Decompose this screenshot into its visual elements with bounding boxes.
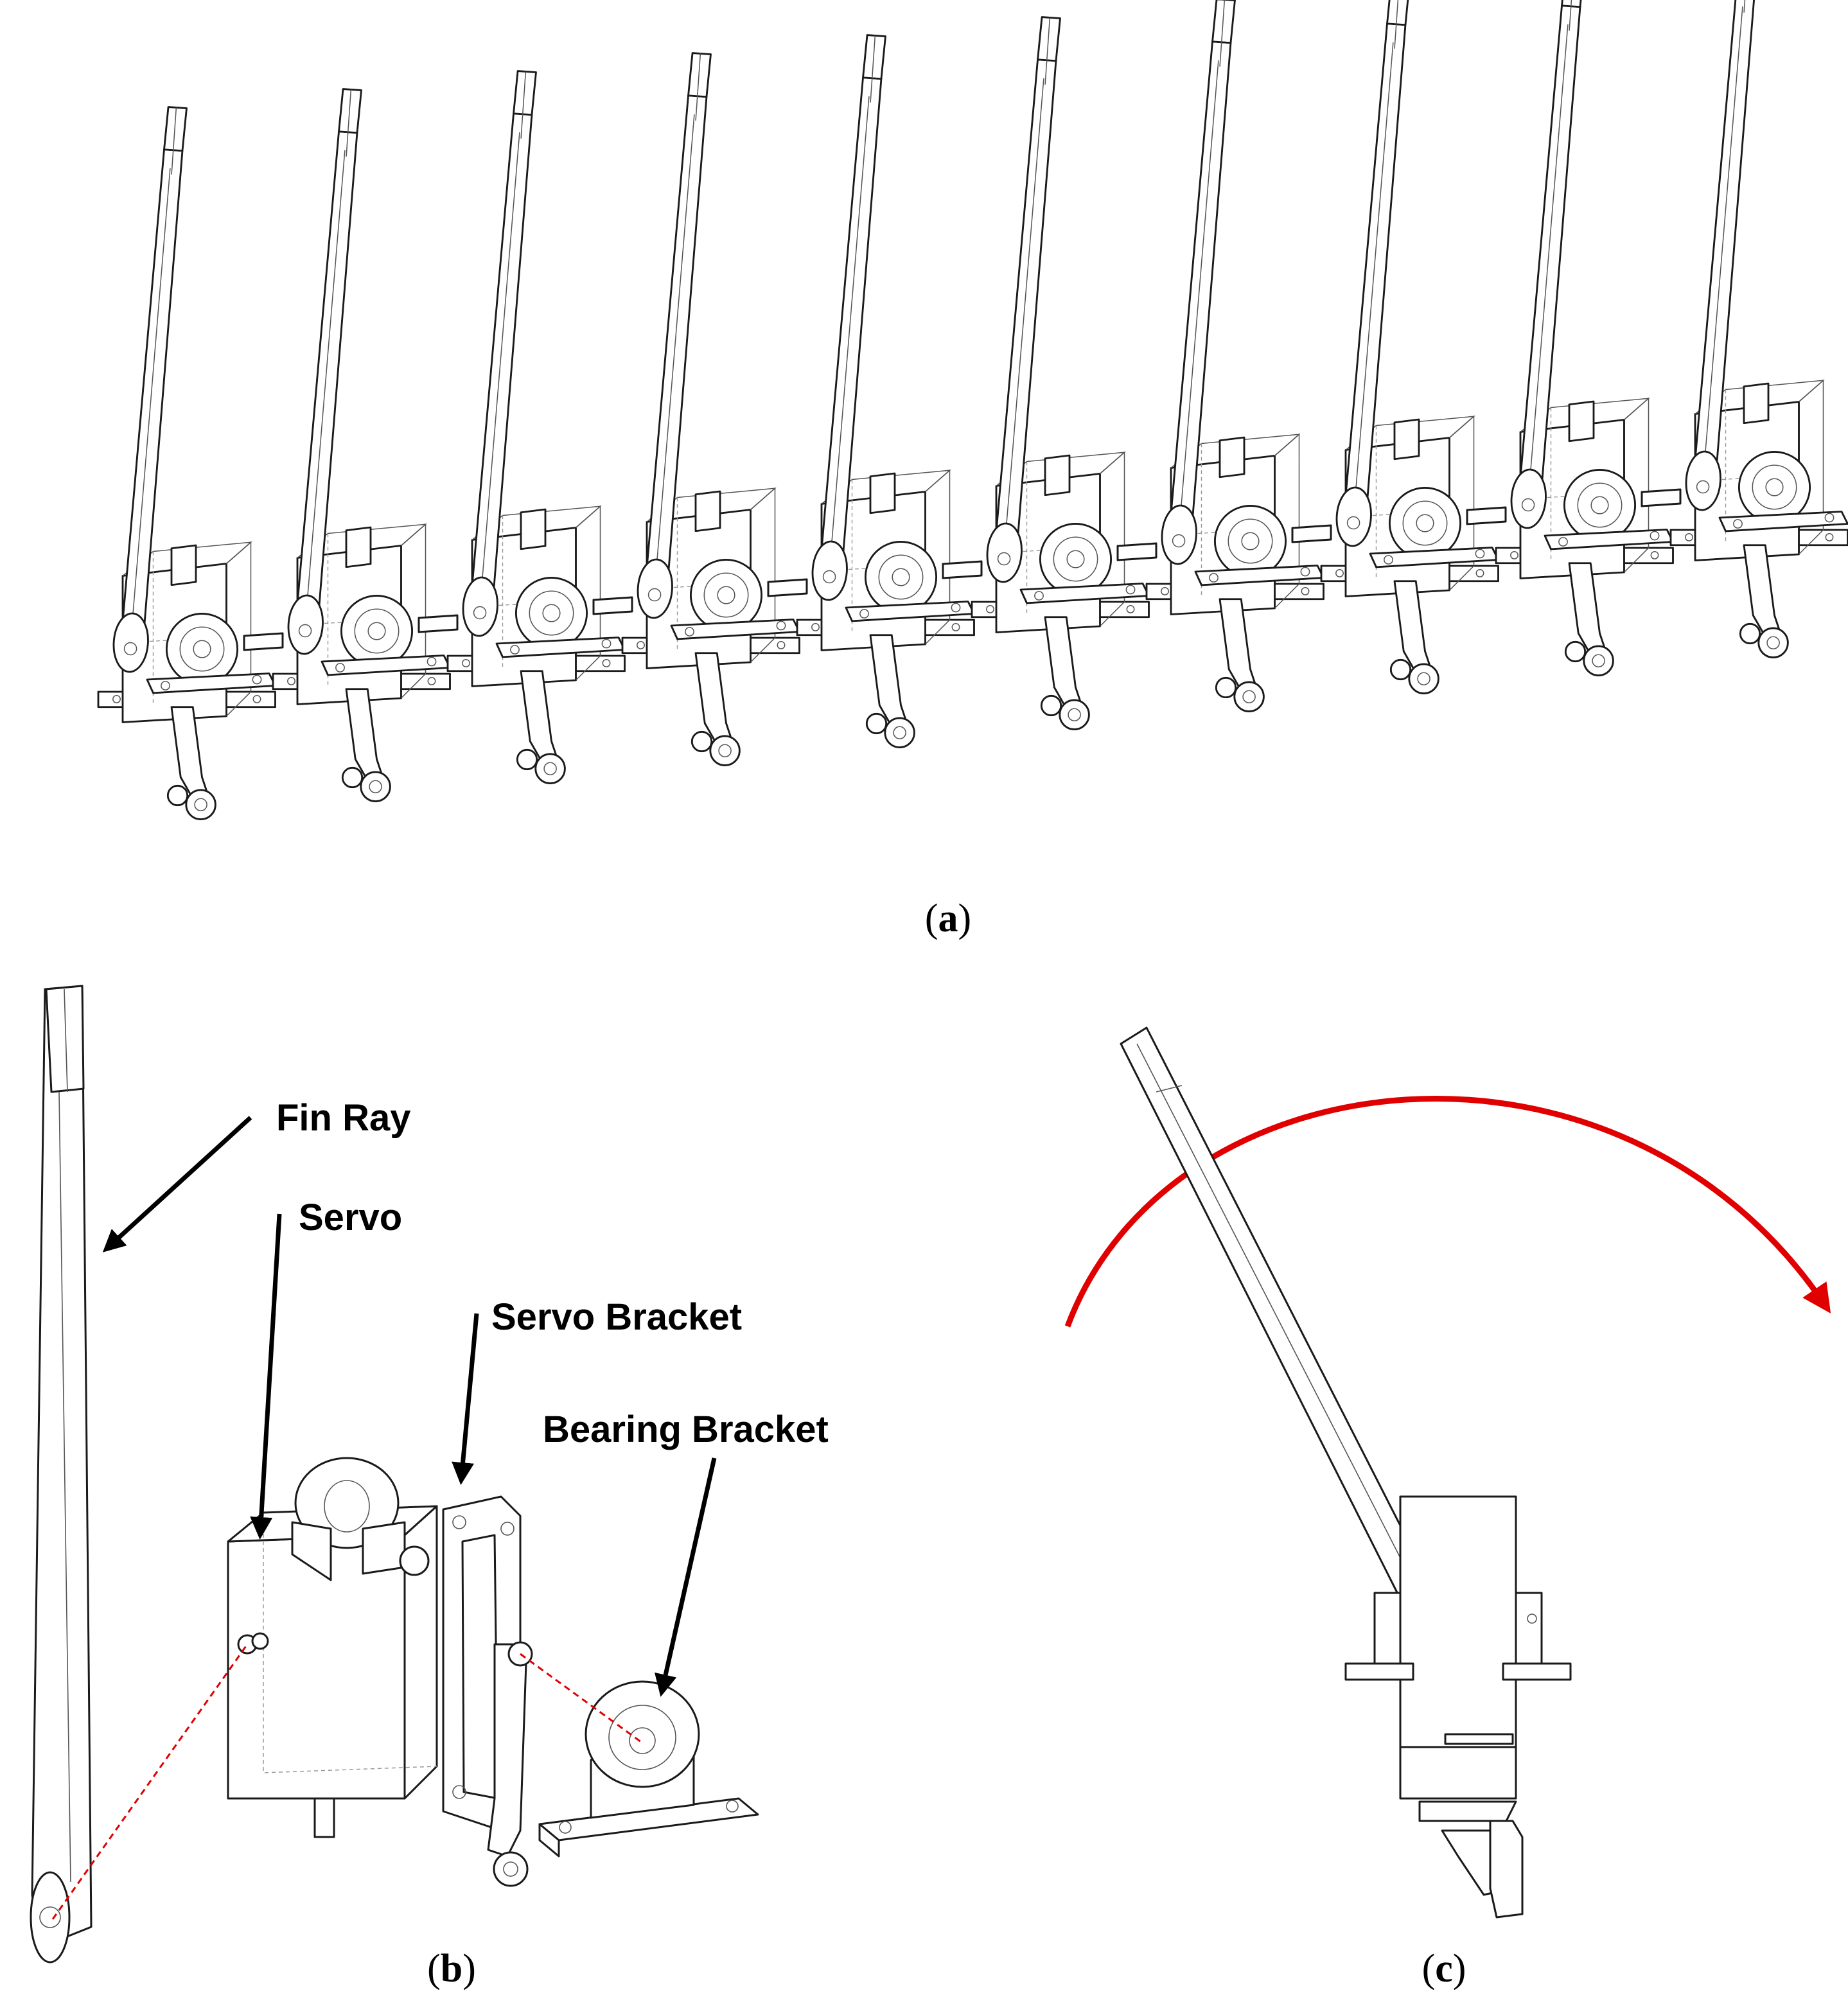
spine-link: [1641, 488, 1682, 507]
panel-a-letter: a: [938, 897, 958, 940]
spine-link: [767, 578, 808, 597]
callout-label-fin-ray: Fin Ray: [276, 1097, 411, 1139]
spine-link: [243, 632, 284, 651]
panel-label-c: (c): [1422, 1947, 1466, 1991]
callout-arrow-icon: [452, 1313, 479, 1485]
spine-link: [592, 596, 633, 615]
fin-unit-1: [97, 105, 276, 820]
callout-arrow-icon: [250, 1213, 282, 1540]
callout-servo-bracket: Servo Bracket: [452, 1296, 742, 1485]
exploded-view: Fin Ray Servo Servo Bracket Bearing Brac…: [30, 985, 829, 1964]
spine-link: [942, 560, 983, 579]
servo-part: [227, 1457, 438, 1838]
callout-label-servo: Servo: [299, 1197, 402, 1238]
spine-link: [418, 614, 459, 633]
fin-unit-5: [796, 33, 975, 748]
fin-unit-3: [446, 69, 626, 784]
servo-bracket-part: [442, 1495, 533, 1887]
fin-unit-7: [1145, 0, 1324, 712]
assembly-axis-bracket-to-bearing: [520, 1653, 642, 1743]
panel-b-letter: b: [441, 1947, 462, 1991]
panel-c-letter: c: [1435, 1947, 1453, 1991]
callout-label-servo-bracket: Servo Bracket: [491, 1296, 742, 1338]
callout-bearing-bracket: Bearing Bracket: [543, 1409, 829, 1697]
fin-unit-8: [1320, 0, 1499, 694]
fin-unit-6: [971, 15, 1150, 730]
callout-label-bearing-bracket: Bearing Bracket: [543, 1409, 829, 1450]
panel-label-b: (b): [427, 1947, 476, 1991]
fin-array-assembly: [97, 0, 1848, 820]
fin-unit-2: [272, 87, 451, 802]
panel-label-a: (a): [925, 897, 971, 940]
spine-link: [1466, 506, 1507, 525]
callout-servo: Servo: [250, 1197, 402, 1540]
assembly-axis-fin-to-servo: [51, 1644, 249, 1920]
fin-unit-9: [1495, 0, 1674, 676]
motion-view: [1064, 1026, 1831, 1919]
callout-arrow-icon: [102, 1116, 252, 1252]
callout-fin-ray: Fin Ray: [102, 1097, 411, 1252]
motion-arc-arrow-icon: [1064, 1096, 1831, 1328]
fin-unit-4: [621, 51, 800, 766]
callout-arrow-icon: [655, 1457, 717, 1697]
spine-link: [1291, 524, 1332, 543]
spine-link: [1116, 542, 1157, 561]
fin-ray-part: [30, 985, 92, 1964]
fin-unit-10: [1669, 0, 1848, 658]
bearing-bracket-part: [538, 1680, 759, 1858]
actuator-front-view: [1344, 1495, 1572, 1919]
